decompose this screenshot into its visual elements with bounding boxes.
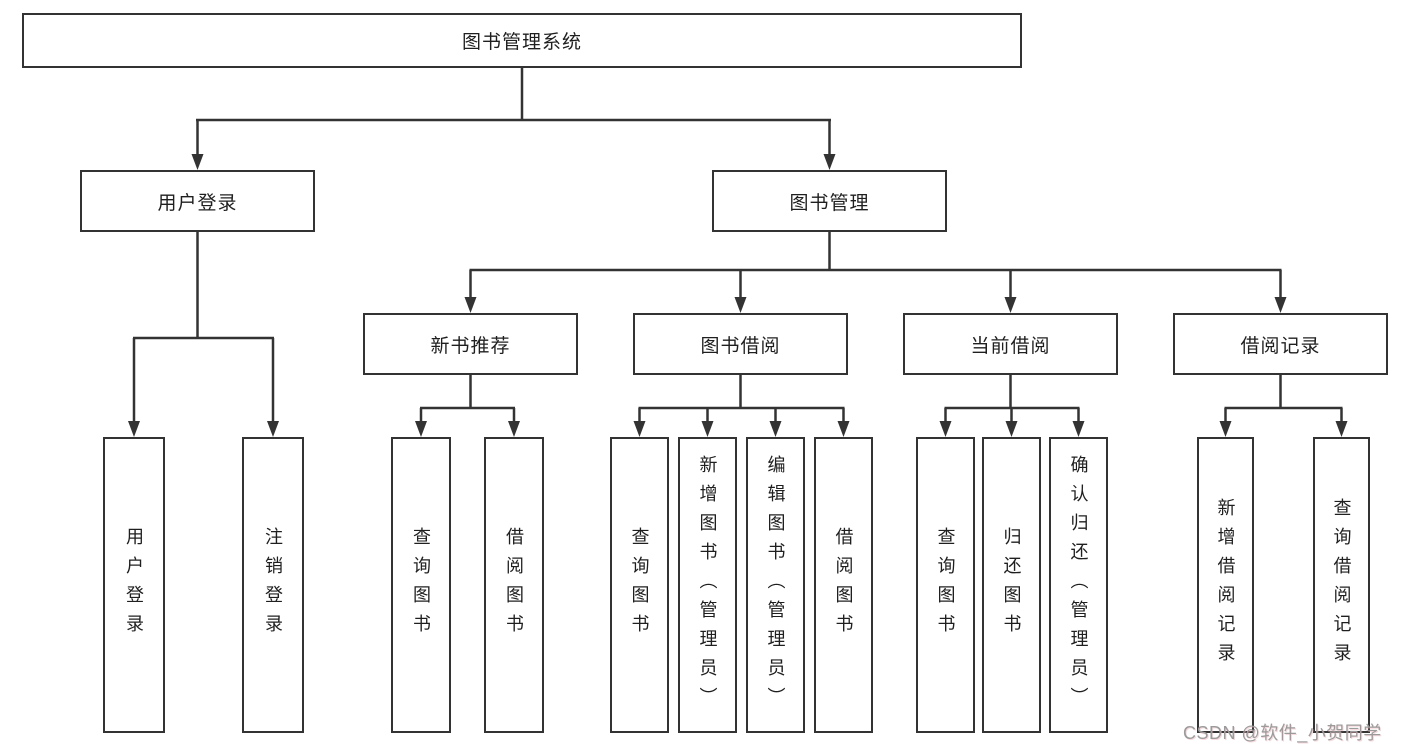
leaf-borrow-book-label: 借阅图书: [833, 527, 854, 643]
leaf-query-borrow-record: 查询借阅记录: [1313, 437, 1370, 733]
leaf-borrow-book: 借阅图书: [814, 437, 873, 733]
leaf-confirm-return-admin: 确认归还（管理员）: [1049, 437, 1108, 733]
node-new-book-recommend: 新书推荐: [363, 313, 578, 375]
node-borrow-records-label: 借阅记录: [1240, 335, 1321, 357]
node-book-management: 图书管理: [712, 170, 947, 232]
node-current-borrow: 当前借阅: [903, 313, 1118, 375]
leaf-edit-book-admin-label: 编辑图书（管理员）: [765, 454, 786, 716]
leaf-query-borrow-record-label: 查询借阅记录: [1331, 498, 1352, 672]
leaf-edit-book-admin: 编辑图书（管理员）: [746, 437, 805, 733]
leaf-add-borrow-record-label: 新增借阅记录: [1215, 498, 1236, 672]
leaf-borrow-book-recommend-label: 借阅图书: [504, 527, 524, 643]
node-root-label: 图书管理系统: [461, 32, 582, 53]
node-book-borrow-label: 图书借阅: [700, 335, 781, 357]
leaf-query-book-current: 查询图书: [916, 437, 975, 733]
node-user-login-label: 用户登录: [157, 192, 238, 214]
leaf-add-book-admin: 新增图书（管理员）: [678, 437, 737, 733]
node-user-login: 用户登录: [80, 170, 315, 232]
leaf-query-book-borrow: 查询图书: [610, 437, 669, 733]
node-root-system: 图书管理系统: [22, 13, 1022, 68]
leaf-add-borrow-record: 新增借阅记录: [1197, 437, 1254, 733]
leaf-query-book-recommend: 查询图书: [391, 437, 451, 733]
leaf-query-book-current-label: 查询图书: [935, 527, 956, 643]
leaf-user-login-label: 用户登录: [124, 527, 144, 643]
leaf-return-book: 归还图书: [982, 437, 1041, 733]
node-borrow-records: 借阅记录: [1173, 313, 1388, 375]
leaf-borrow-book-recommend: 借阅图书: [484, 437, 544, 733]
node-current-borrow-label: 当前借阅: [970, 335, 1051, 357]
arrowheads: [128, 154, 1348, 437]
node-book-borrow: 图书借阅: [633, 313, 848, 375]
watermark: CSDN @软件_小贺同学: [1183, 723, 1382, 743]
leaf-return-book-label: 归还图书: [1001, 527, 1022, 643]
leaf-logout: 注销登录: [242, 437, 304, 733]
leaf-add-book-admin-label: 新增图书（管理员）: [697, 454, 718, 716]
leaf-user-login: 用户登录: [103, 437, 165, 733]
leaf-query-book-borrow-label: 查询图书: [629, 527, 650, 643]
leaf-logout-label: 注销登录: [263, 527, 283, 643]
leaf-confirm-return-admin-label: 确认归还（管理员）: [1068, 454, 1089, 716]
node-new-book-recommend-label: 新书推荐: [430, 335, 511, 357]
node-book-management-label: 图书管理: [789, 192, 870, 214]
leaf-query-book-recommend-label: 查询图书: [411, 527, 431, 643]
